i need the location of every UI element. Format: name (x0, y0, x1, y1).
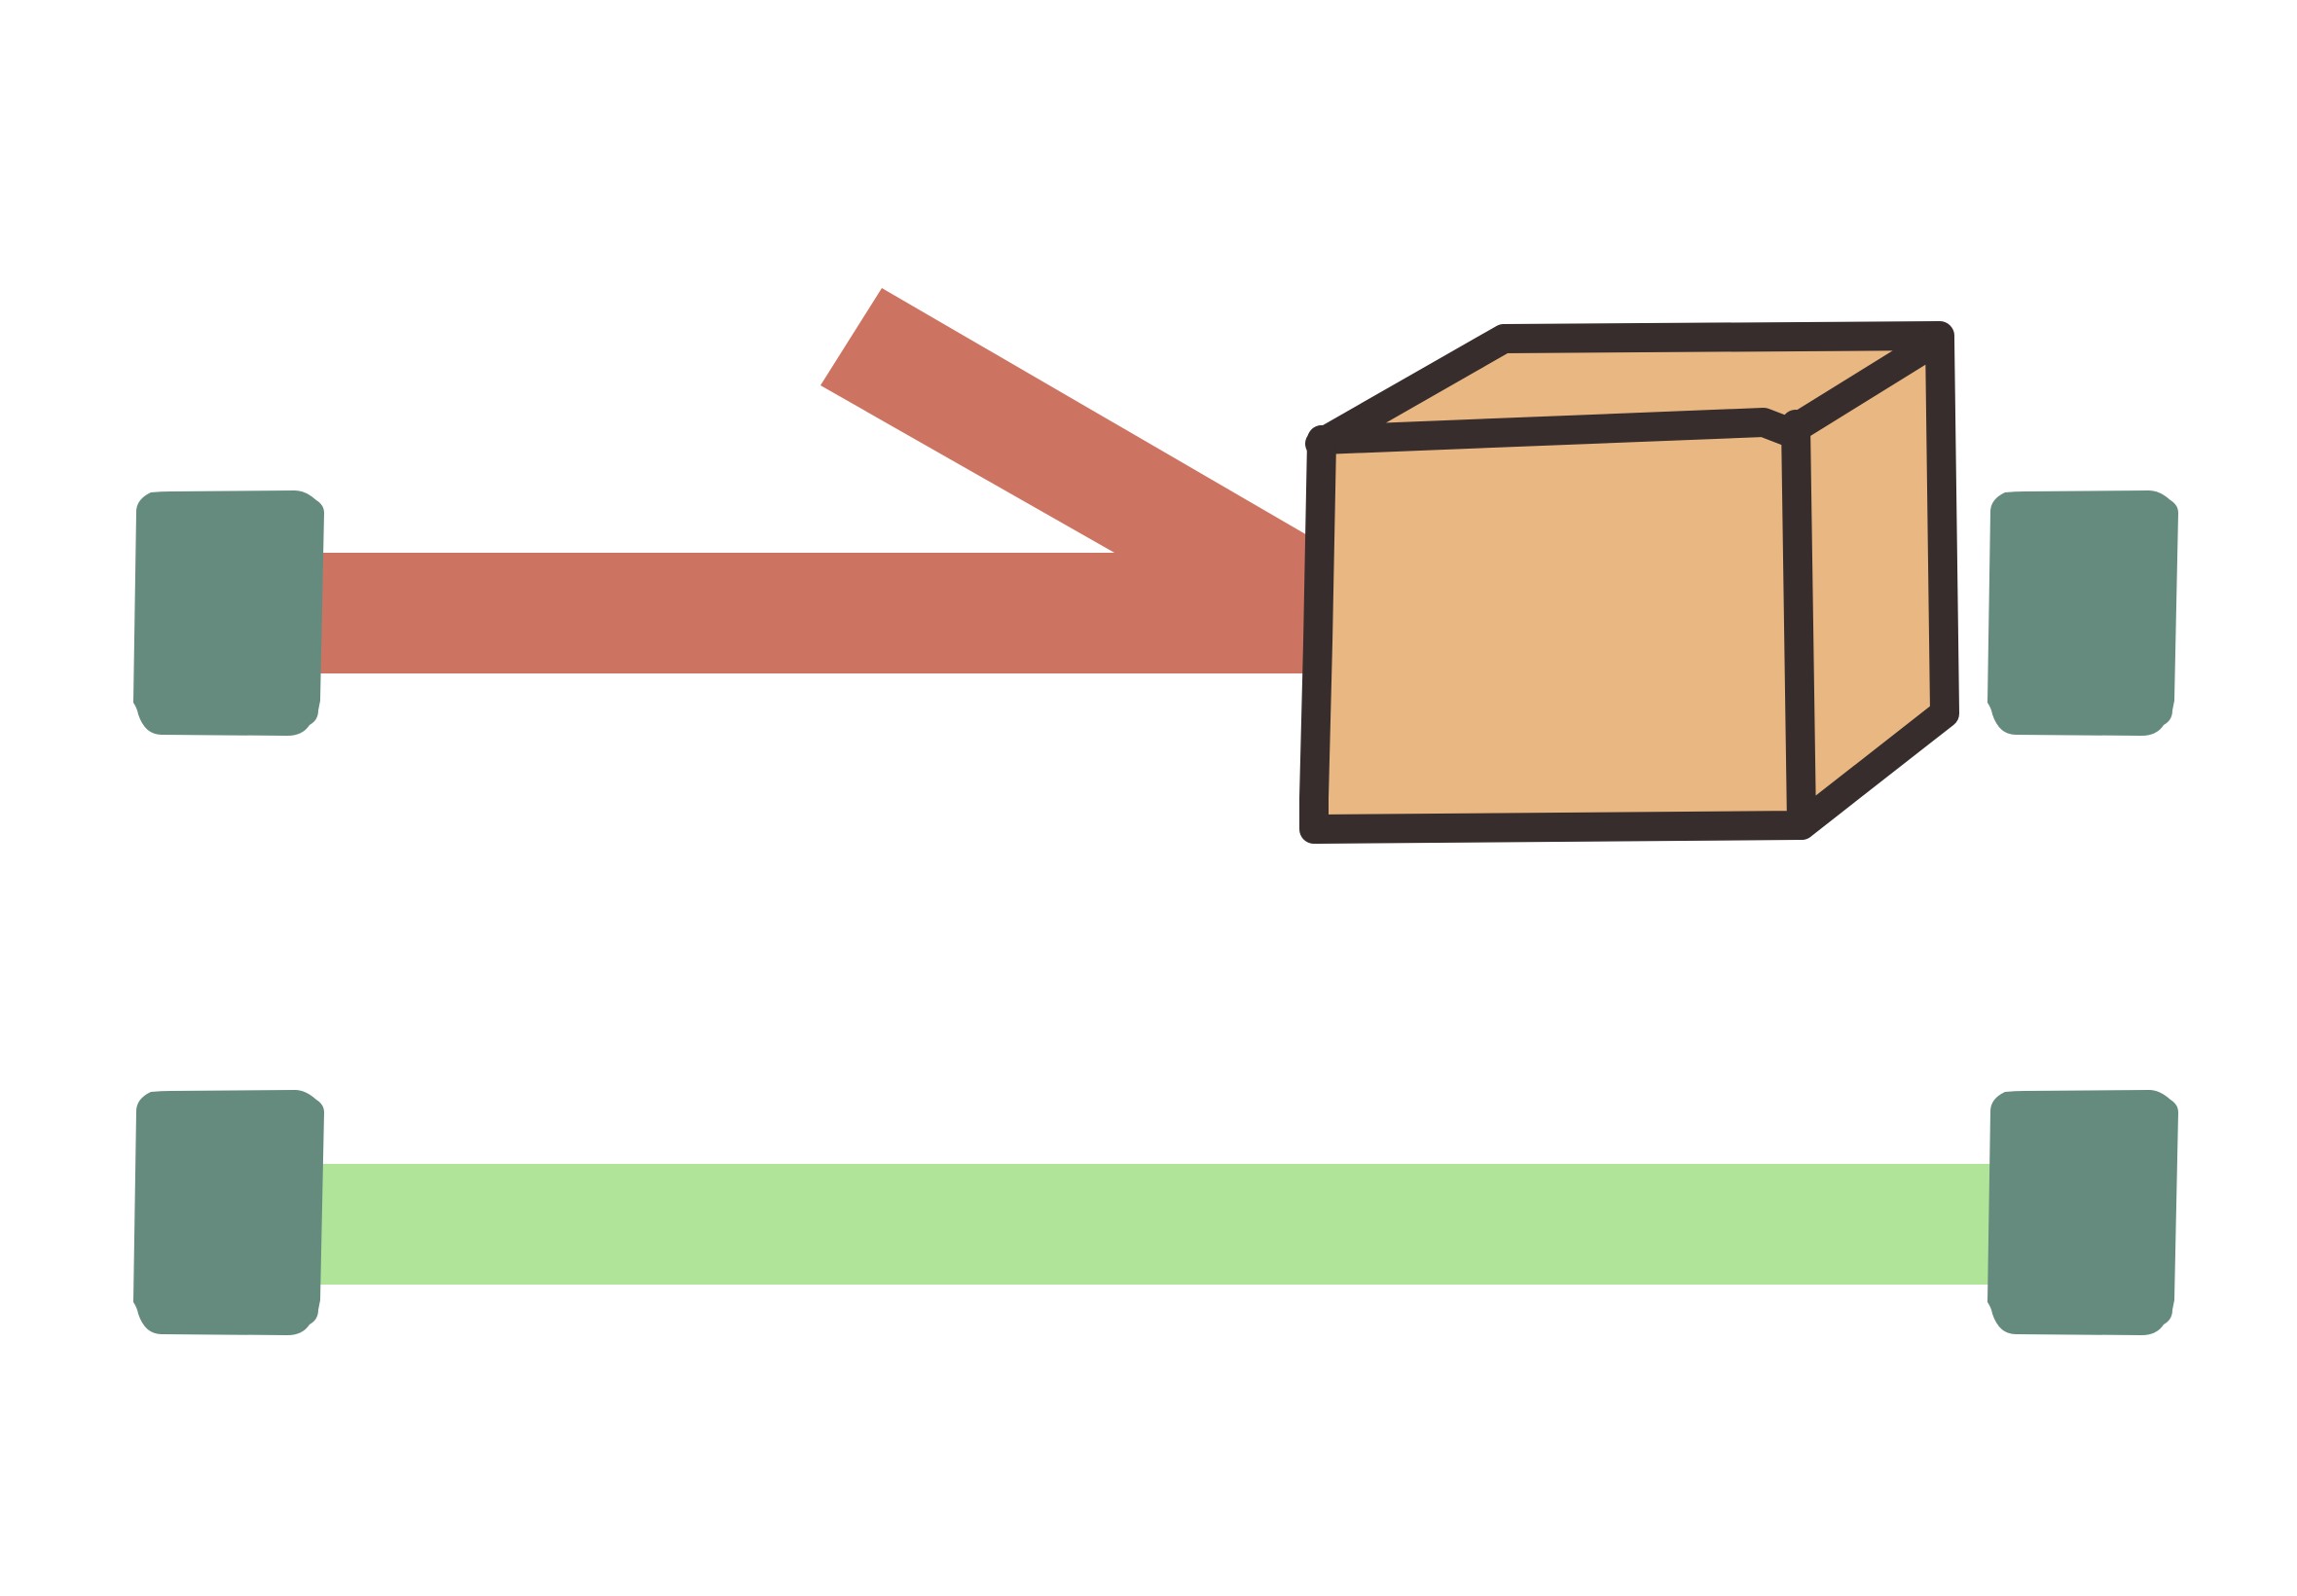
bottom-row (133, 1090, 2178, 1335)
top-row (133, 288, 2178, 844)
clear-path (316, 1164, 1990, 1285)
blocked-path-main (316, 553, 1309, 673)
cardboard-box-icon (1299, 321, 1959, 844)
box-side-face (1789, 339, 1945, 825)
box-front-face (1317, 422, 1802, 829)
top-left-node (133, 490, 324, 736)
bottom-right-node (1987, 1090, 2178, 1335)
top-right-node (1987, 490, 2178, 736)
box-outline (1299, 321, 1959, 844)
blocked-path-branch (820, 288, 1309, 614)
bottom-left-node (133, 1090, 324, 1335)
